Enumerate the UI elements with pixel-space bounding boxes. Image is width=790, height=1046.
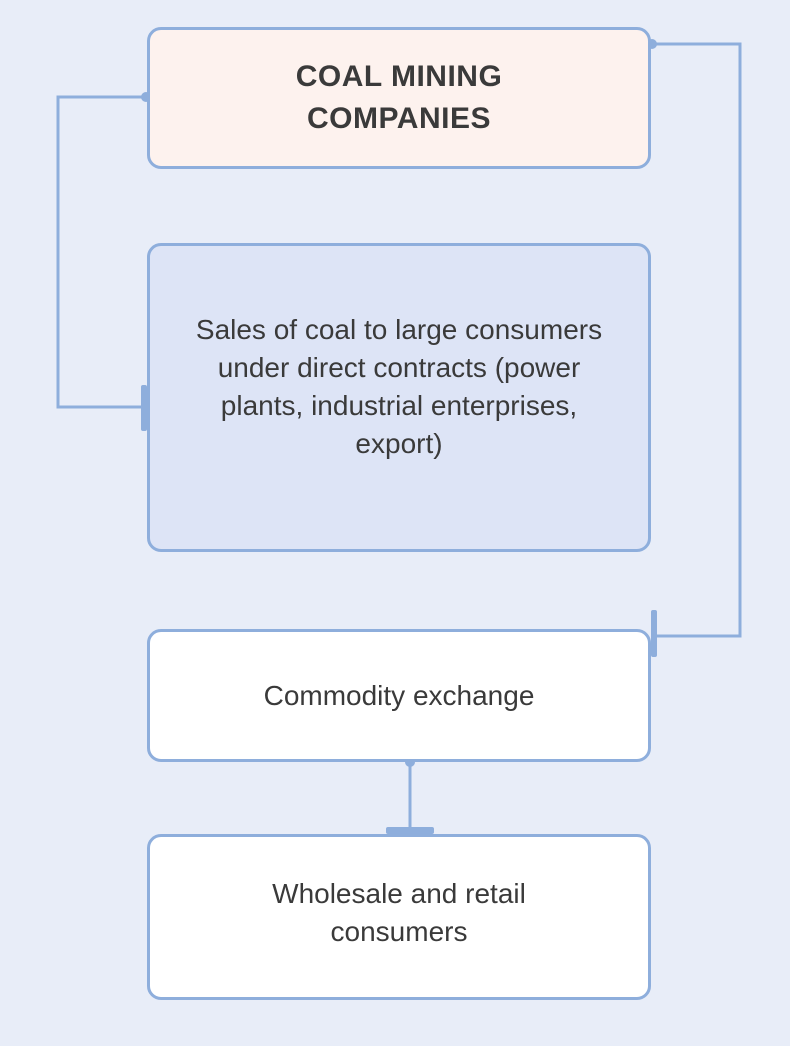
node-label: COAL MINING COMPANIES	[295, 60, 503, 135]
edge-end-bar	[651, 610, 657, 657]
node-label: Commodity exchange	[263, 679, 535, 711]
node-coal-mining-companies: COAL MINING COMPANIES	[147, 27, 651, 169]
node-label: Wholesale and retail consumers	[272, 878, 526, 947]
edge-coal-to-direct-sales	[56, 92, 151, 431]
node-direct-contract-sales: Sales of coal to large consumers under d…	[147, 243, 651, 552]
edge-end-bar	[386, 827, 434, 834]
node-wholesale-retail-consumers: Wholesale and retail consumers	[147, 834, 651, 1000]
edge-exchange-to-consumers	[386, 757, 434, 834]
node-label: Sales of coal to large consumers under d…	[195, 313, 603, 459]
edge-coal-to-exchange	[647, 39, 742, 657]
node-commodity-exchange: Commodity exchange	[147, 629, 651, 762]
